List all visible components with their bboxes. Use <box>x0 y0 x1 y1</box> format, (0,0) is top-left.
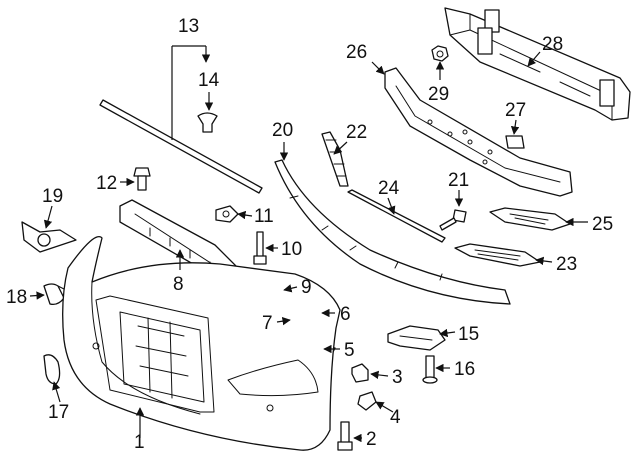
long-bolt-part <box>253 231 267 265</box>
callout-1: 1 <box>134 432 145 453</box>
callout-27: 27 <box>505 100 526 121</box>
leader-24 <box>387 197 396 215</box>
callout-2: 2 <box>366 429 377 450</box>
bumper-cover-part <box>62 236 341 451</box>
callout-3: 3 <box>392 367 403 388</box>
lower-strip-part <box>347 189 446 243</box>
leader-lines <box>29 45 588 443</box>
callout-14: 14 <box>198 70 220 91</box>
mounting-screw-part <box>422 355 438 384</box>
leader-15 <box>439 328 456 338</box>
callout-8: 8 <box>173 274 184 295</box>
callout-28: 28 <box>542 34 563 55</box>
hex-bolt-part <box>337 421 353 451</box>
callout-15: 15 <box>458 324 479 345</box>
nut-part <box>431 45 449 62</box>
callout-5: 5 <box>344 340 355 361</box>
fastener-part <box>357 391 377 411</box>
callout-20: 20 <box>272 120 293 141</box>
callout-24: 24 <box>378 178 400 199</box>
leader-19 <box>43 205 53 229</box>
leader-9 <box>283 284 298 293</box>
clip-part <box>197 112 218 133</box>
callout-7: 7 <box>262 313 273 334</box>
leader-22 <box>333 141 348 155</box>
callout-23: 23 <box>556 254 577 275</box>
energy-absorber-part <box>384 67 573 197</box>
retainer-clip-part <box>351 363 369 383</box>
grille-insert-upper-part <box>489 207 571 231</box>
clip-nut-part <box>215 205 239 223</box>
callout-13: 13 <box>178 16 199 37</box>
callout-17: 17 <box>48 402 69 423</box>
side-bracket-part <box>387 325 446 351</box>
callout-labels: 1 2 3 4 5 6 7 8 9 10 11 12 13 14 15 16 1… <box>6 16 613 453</box>
leader-28 <box>527 51 541 67</box>
molding-strip-part <box>99 99 263 194</box>
callout-18: 18 <box>6 287 27 308</box>
grille-insert-lower-part <box>454 243 541 267</box>
leader-26 <box>371 61 385 75</box>
leader-17 <box>52 381 61 403</box>
leader-13 <box>171 45 206 140</box>
leader-11 <box>237 210 253 220</box>
pad-part <box>505 135 525 149</box>
callout-11: 11 <box>254 206 274 227</box>
callout-4: 4 <box>390 407 401 428</box>
callout-16: 16 <box>454 359 475 380</box>
callout-12: 12 <box>96 173 117 194</box>
callout-19: 19 <box>42 186 63 207</box>
leader-18 <box>29 291 45 300</box>
callout-21: 21 <box>448 170 469 191</box>
lower-spoiler-part <box>274 159 511 305</box>
callout-9: 9 <box>301 277 312 298</box>
screw-part <box>133 167 151 191</box>
callout-6: 6 <box>340 304 351 325</box>
leader-23 <box>535 256 553 266</box>
deflector-bracket-part <box>321 131 349 187</box>
leader-4 <box>375 401 394 413</box>
callout-25: 25 <box>592 214 613 235</box>
callout-29: 29 <box>428 84 449 105</box>
leader-27 <box>510 119 520 135</box>
callout-10: 10 <box>281 239 302 260</box>
emblem-part <box>21 221 77 253</box>
callout-22: 22 <box>346 122 367 143</box>
leader-3 <box>370 370 389 380</box>
reinforcement-beam-part <box>444 7 631 121</box>
tow-hook-cap-part <box>43 354 61 385</box>
leader-7 <box>276 316 291 326</box>
bolt-part <box>439 209 467 231</box>
callout-26: 26 <box>346 42 367 63</box>
